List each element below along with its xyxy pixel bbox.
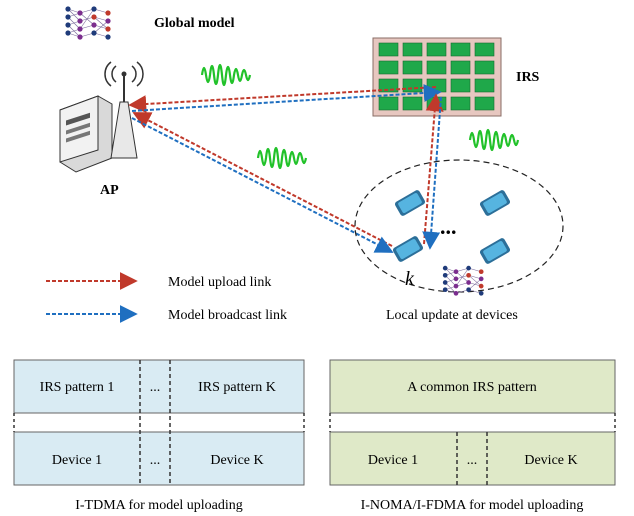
tdma-irs-pattern-1: IRS pattern 1 xyxy=(40,380,115,395)
tdma-top-ellipsis: ... xyxy=(150,380,161,395)
global-model-label: Global model xyxy=(154,16,235,31)
signal-wave-icon xyxy=(256,146,308,170)
irs-element xyxy=(450,96,471,111)
irs-element xyxy=(402,42,423,57)
phone-icon xyxy=(392,236,424,262)
signal-wave-icon xyxy=(468,128,520,152)
device-k-label: k xyxy=(405,268,415,290)
noma-device-1: Device 1 xyxy=(368,453,418,468)
irs-element xyxy=(450,42,471,57)
legend-broadcast: Model broadcast link xyxy=(46,305,287,323)
irs-element xyxy=(474,60,495,75)
local-update-label: Local update at devices xyxy=(386,308,518,323)
signal-wave-icon xyxy=(200,63,252,87)
irs-element xyxy=(402,60,423,75)
device-ellipsis: ... xyxy=(440,214,457,239)
tdma-device-k: Device K xyxy=(210,453,263,468)
tdma-frame: IRS pattern 1 ... IRS pattern K Device 1… xyxy=(13,359,305,486)
local-model-icon xyxy=(442,265,484,296)
link-irs-device-broadcast xyxy=(422,96,442,250)
device-cluster xyxy=(354,159,564,293)
tdma-device-1: Device 1 xyxy=(52,453,102,468)
noma-frame: A common IRS pattern Device 1 ... Device… xyxy=(329,359,616,486)
irs-element xyxy=(450,60,471,75)
irs-element xyxy=(378,42,399,57)
phone-icon xyxy=(479,190,511,216)
link-ap-device-upload xyxy=(132,112,393,247)
link-ap-irs-broadcast xyxy=(131,84,442,112)
irs-element xyxy=(426,42,447,57)
irs-element xyxy=(378,96,399,111)
noma-caption: I-NOMA/I-FDMA for model uploading xyxy=(361,498,584,513)
ap-label: AP xyxy=(100,183,119,198)
antenna-icon xyxy=(104,61,144,159)
link-ap-device-broadcast xyxy=(131,117,394,253)
noma-common-irs-pattern: A common IRS pattern xyxy=(407,380,537,395)
tdma-bottom-ellipsis: ... xyxy=(150,453,161,468)
link-irs-device-upload xyxy=(423,93,444,245)
irs-element xyxy=(474,42,495,57)
irs-element xyxy=(426,78,447,93)
irs-element xyxy=(474,96,495,111)
phone-icon xyxy=(394,190,426,216)
irs-panel xyxy=(372,37,502,117)
irs-element xyxy=(402,78,423,93)
irs-element xyxy=(378,60,399,75)
irs-element xyxy=(426,60,447,75)
legend-broadcast-label: Model broadcast link xyxy=(168,308,287,323)
irs-element xyxy=(450,78,471,93)
legend-upload: Model upload link xyxy=(46,272,271,290)
noma-bottom-ellipsis: ... xyxy=(467,453,478,468)
irs-element xyxy=(402,96,423,111)
phone-icon xyxy=(479,238,511,264)
link-ap-irs-upload xyxy=(128,86,437,114)
irs-element xyxy=(474,78,495,93)
irs-label: IRS xyxy=(516,70,540,85)
access-point-icon xyxy=(59,95,113,173)
tdma-irs-pattern-k: IRS pattern K xyxy=(198,380,276,395)
noma-device-k: Device K xyxy=(524,453,577,468)
tdma-caption: I-TDMA for model uploading xyxy=(75,498,243,513)
legend-upload-label: Model upload link xyxy=(168,275,271,290)
global-model-icon xyxy=(65,6,111,40)
